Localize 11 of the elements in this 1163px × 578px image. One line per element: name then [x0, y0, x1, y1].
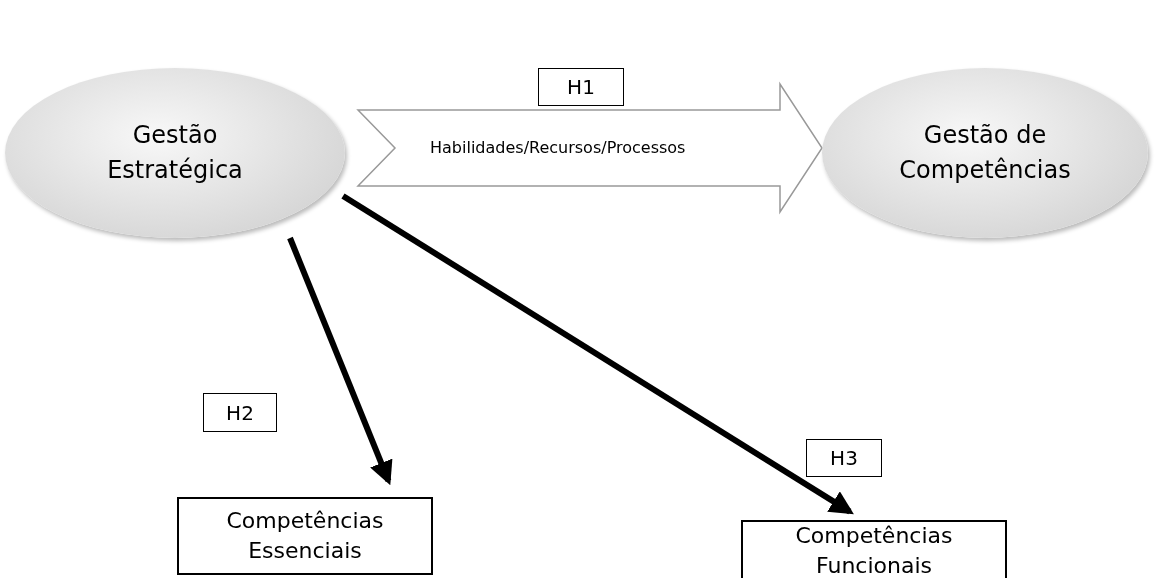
process-box: Competências Funcionais: [741, 520, 1007, 578]
hypothesis-box: H1: [538, 68, 624, 106]
process-box: Competências Essenciais: [177, 497, 433, 575]
arrow: [341, 193, 854, 515]
edge-label: Habilidades/Recursos/Processos: [430, 137, 686, 159]
ellipse-node: Gestão de Competências: [822, 68, 1148, 238]
hypothesis-box: H3: [806, 439, 882, 477]
ellipse-node: Gestão Estratégica: [5, 68, 345, 238]
arrow: [287, 236, 393, 486]
hypothesis-box: H2: [203, 393, 277, 432]
block-arrow: [356, 81, 823, 215]
